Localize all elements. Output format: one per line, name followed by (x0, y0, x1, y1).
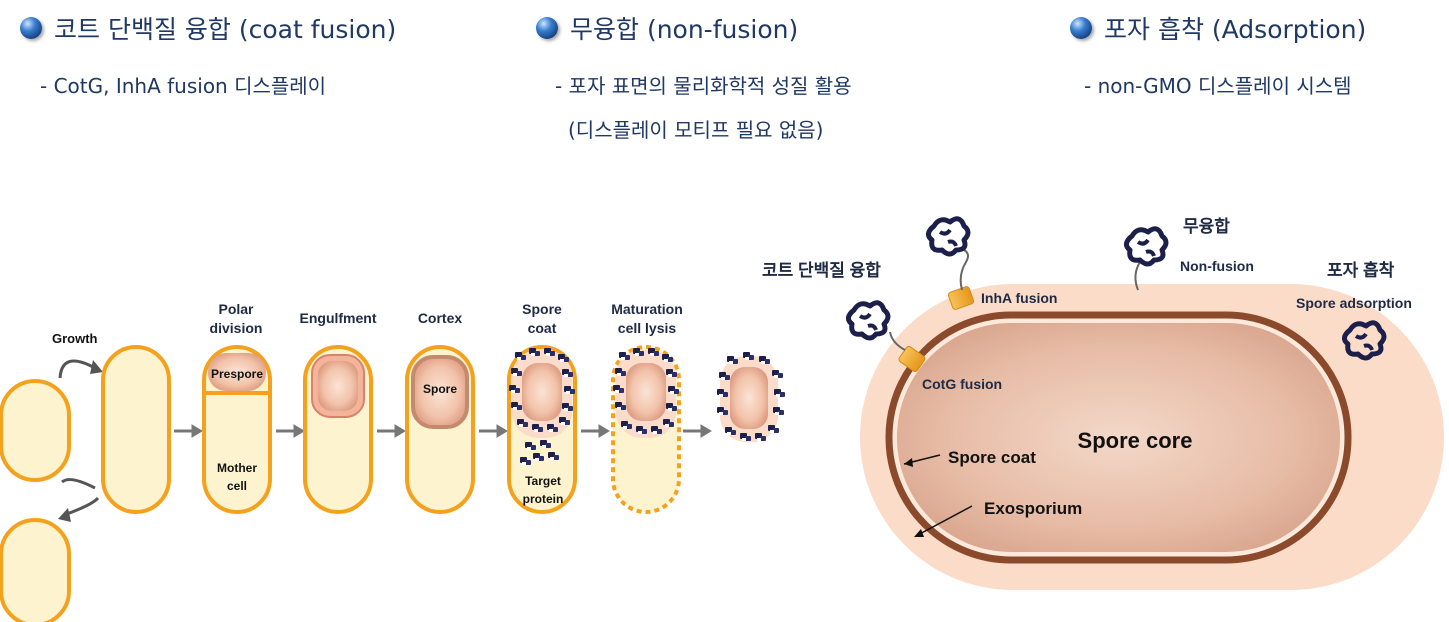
target-protein-label: Target (525, 474, 561, 488)
header-subline: - CotG, InhA fusion 디스플레이 (40, 74, 327, 98)
spore-coat-label: Spore coat (948, 448, 1036, 467)
header-subline: (디스플레이 모티프 필요 없음) (568, 118, 824, 142)
header-title: 무융합 (non-fusion) (570, 15, 799, 44)
target-protein-label: protein (523, 492, 564, 506)
prespore-label: Prespore (211, 367, 263, 381)
non-fusion-label: Non-fusion (1180, 258, 1254, 274)
cotg-protein-icon (848, 303, 888, 338)
stage-label-polar: division (210, 320, 263, 336)
stage-label-maturation: Maturation (611, 301, 683, 317)
stage-label-polar: Polar (218, 301, 254, 317)
non-fusion-kr-label: 무융합 (1183, 216, 1230, 236)
coat-fusion-kr-label: 코트 단백질 융합 (762, 260, 881, 280)
stage-arrows (174, 424, 712, 438)
mature-spore (717, 352, 785, 442)
inha-protein-icon (928, 219, 968, 254)
spore-structure-diagram: Spore core Spore coat Exosporium InhA fu… (762, 216, 1444, 590)
division-arrow (63, 496, 100, 517)
spore-core-label: Spore core (1078, 428, 1193, 453)
growth-arrow (58, 359, 96, 379)
spore-label: Spore (423, 382, 457, 396)
spore-adsorption-label: Spore adsorption (1296, 295, 1412, 311)
header-adsorption: 포자 흡착 (Adsorption) (1070, 10, 1366, 46)
header-non-fusion: 무융합 (non-fusion) (536, 10, 798, 46)
header-coat-fusion: 코트 단백질 융합 (coat fusion) (20, 10, 396, 46)
lifecycle-diagram: Growth Polar division Prespore Mother ce… (0, 301, 785, 622)
header-title: 포자 흡착 (Adsorption) (1104, 15, 1367, 44)
cotg-fusion-tag (898, 345, 926, 373)
spore-core (897, 323, 1340, 552)
stage-label-maturation: cell lysis (618, 320, 677, 336)
header-title: 코트 단백질 융합 (coat fusion) (54, 15, 397, 44)
cell-top (0, 379, 71, 482)
bullet-icon (20, 17, 42, 39)
stage-label-cortex: Cortex (418, 310, 463, 326)
cell-elongated (101, 345, 171, 514)
inha-fusion-tag (947, 286, 975, 310)
mother-cell-label: Mother (217, 461, 257, 475)
non-fusion-protein-icon (1126, 229, 1166, 264)
mother-cell-label: cell (227, 479, 247, 493)
bullet-icon (1070, 17, 1092, 39)
inha-fusion-label: InhA fusion (981, 290, 1057, 306)
stage-label-engulfment: Engulfment (300, 310, 377, 326)
stage-label-spore-coat: coat (528, 320, 557, 336)
header-subline: - non-GMO 디스플레이 시스템 (1084, 74, 1352, 98)
cotg-fusion-label: CotG fusion (922, 376, 1002, 392)
header-subline: - 포자 표면의 물리화학적 성질 활용 (555, 74, 852, 98)
bullet-icon (536, 17, 558, 39)
growth-label: Growth (52, 331, 98, 346)
prespore (208, 353, 266, 391)
cell-bottom (0, 518, 71, 622)
exosporium-label: Exosporium (984, 499, 1082, 518)
stage-label-spore-coat: Spore (522, 301, 562, 317)
adsorption-kr-label: 포자 흡착 (1327, 260, 1395, 280)
